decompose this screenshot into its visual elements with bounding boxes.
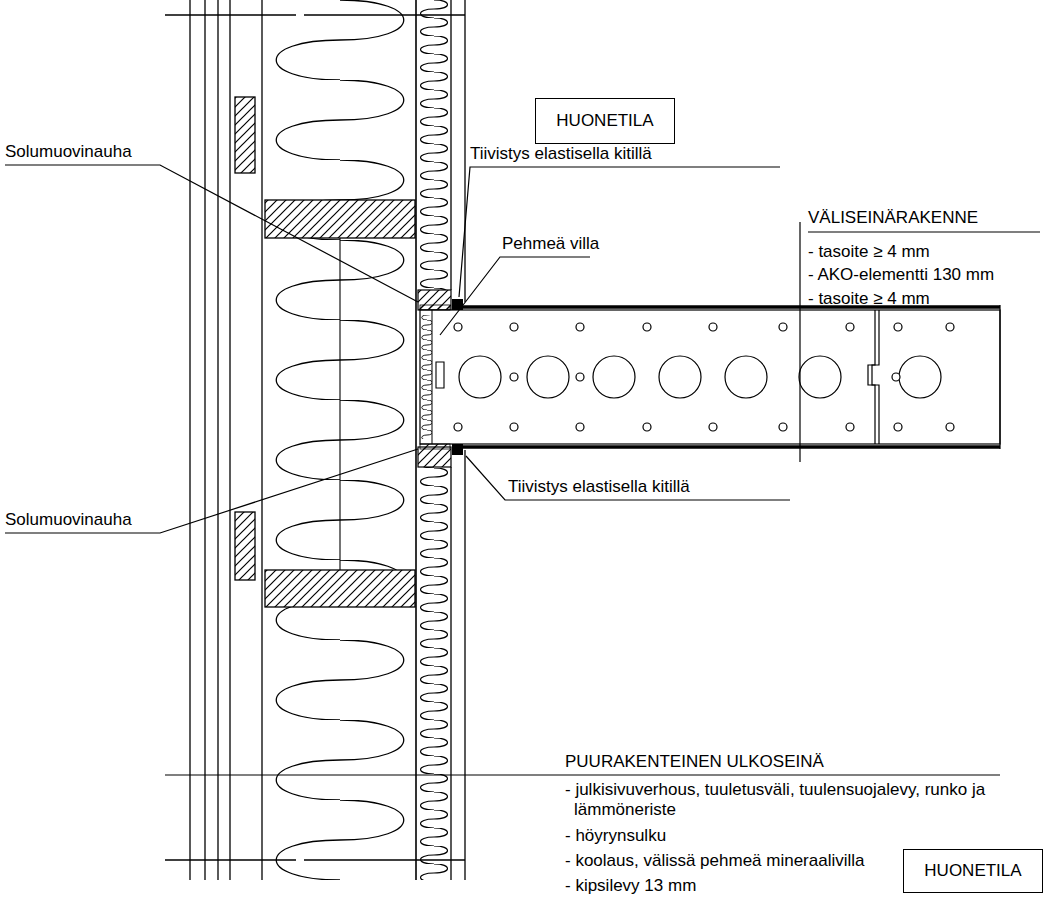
layer-line: - koolaus, välissä pehmeä mineraalivilla — [565, 851, 865, 871]
room-label-box: HUONETILA — [535, 98, 675, 144]
room-label: HUONETILA — [924, 861, 1021, 881]
layer-line: - julkisivuverhous, tuuletusväli, tuulen… — [565, 780, 1044, 820]
section-heading: VÄLISEINÄRAKENNE — [808, 208, 978, 228]
part-label: Pehmeä villa — [502, 234, 599, 254]
layer-line: - AKO-elementti 130 mm — [808, 265, 994, 285]
layer-line: - tasoite ≥ 4 mm — [808, 289, 930, 309]
part-label: Tiivistys elastisella kitillä — [508, 477, 690, 497]
room-label-box: HUONETILA — [903, 849, 1043, 893]
part-label: Solumuovinauha — [5, 510, 132, 530]
layer-line: - kipsilevy 13 mm — [565, 876, 696, 896]
part-label: Solumuovinauha — [5, 142, 132, 162]
section-heading: PUURAKENTEINEN ULKOSEINÄ — [565, 752, 824, 772]
part-label: Tiivistys elastisella kitillä — [470, 144, 652, 164]
room-label: HUONETILA — [556, 111, 653, 131]
layer-line: - tasoite ≥ 4 mm — [808, 242, 930, 262]
layer-line: - höyrynsulku — [565, 826, 666, 846]
